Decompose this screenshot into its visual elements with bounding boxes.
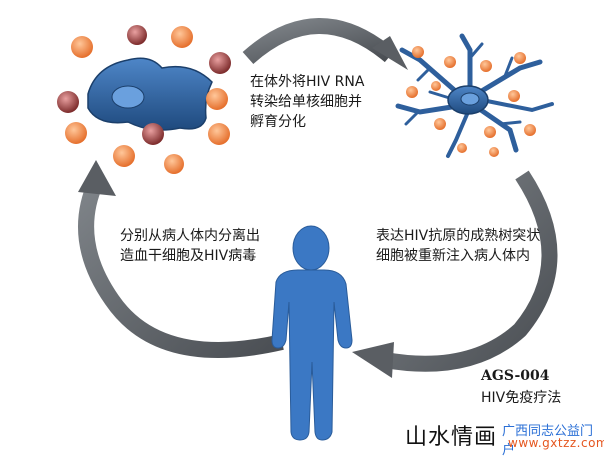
step-transfect-line-2: 转染给单核细胞并 — [250, 94, 362, 110]
dendritic-cell-icon — [395, 33, 554, 158]
monocyte-cell-icon — [87, 57, 213, 131]
step-isolate-label: 分别从病人体内分离出 造血干细胞及HIV病毒 — [120, 226, 260, 266]
step-transfect-line-3: 孵育分化 — [250, 114, 306, 130]
hiv-particle-icon — [57, 25, 536, 174]
step-isolate-line-1: 分别从病人体内分离出 — [120, 228, 260, 244]
caption-code: AGS-004 — [481, 368, 550, 384]
caption-name: HIV免疫疗法 — [481, 390, 562, 406]
arrow-left — [78, 160, 284, 358]
step-reinject-line-1: 表达HIV抗原的成熟树突状 — [376, 228, 541, 244]
arrow-right — [352, 170, 558, 378]
step-transfect-line-1: 在体外将HIV RNA — [250, 74, 365, 90]
step-reinject-line-2: 细胞被重新注入病人体内 — [376, 248, 530, 264]
step-reinject-label: 表达HIV抗原的成熟树突状 细胞被重新注入病人体内 — [376, 226, 540, 266]
watermark-left: 山水情画 — [405, 425, 498, 450]
arrow-top — [242, 18, 408, 70]
watermark-site-url: www.gxtzz.com — [508, 436, 604, 450]
person-icon — [271, 225, 353, 441]
step-transfect-label: 在体外将HIV RNA 转染给单核细胞并 孵育分化 — [250, 72, 364, 132]
step-isolate-line-2: 造血干细胞及HIV病毒 — [120, 248, 257, 264]
